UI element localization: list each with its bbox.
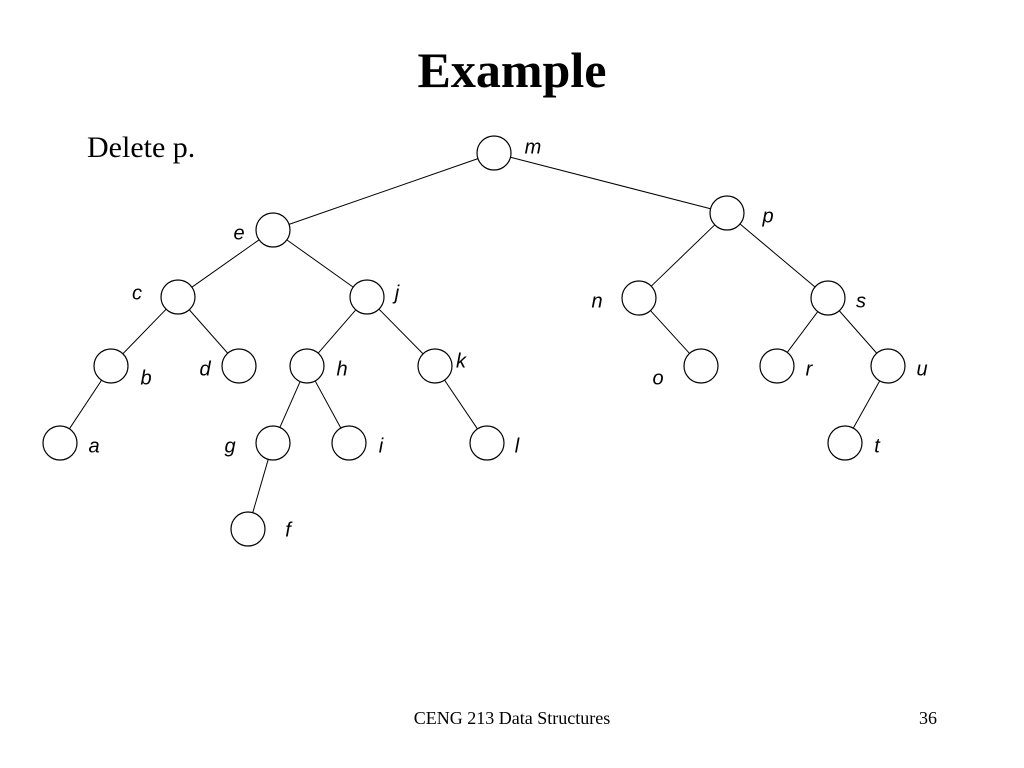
node-label-s: s: [856, 290, 866, 312]
node-label-d: d: [199, 358, 211, 380]
edge-e-j: [286, 239, 354, 288]
edge-s-u: [838, 310, 878, 354]
node-label-h: h: [336, 358, 347, 380]
node-label-c: c: [132, 282, 142, 304]
node-label-o: o: [652, 367, 663, 389]
node-g: [255, 425, 291, 461]
node-r: [759, 348, 795, 384]
node-label-a: a: [88, 435, 99, 457]
edge-m-p: [510, 156, 711, 210]
tree-edges: [68, 156, 881, 513]
node-n: [621, 280, 657, 316]
node-label-l: l: [515, 435, 520, 457]
node-c: [160, 279, 196, 315]
node-label-k: k: [456, 350, 467, 372]
edge-h-g: [279, 381, 301, 428]
node-e: [255, 212, 291, 248]
edge-j-k: [378, 308, 424, 355]
node-label-n: n: [591, 290, 602, 312]
edge-b-a: [68, 379, 103, 430]
node-j: [349, 279, 385, 315]
edge-h-i: [314, 380, 342, 429]
node-k: [417, 348, 453, 384]
node-s: [810, 280, 846, 316]
node-label-e: e: [233, 222, 244, 244]
node-label-u: u: [916, 358, 927, 380]
edge-n-o: [650, 310, 690, 354]
node-p: [709, 195, 745, 231]
node-label-p: p: [761, 205, 773, 227]
edge-u-t: [852, 380, 881, 429]
node-label-f: f: [285, 519, 293, 541]
edge-s-r: [786, 311, 819, 353]
node-f: [230, 511, 266, 547]
slide-title: Example: [417, 42, 607, 98]
node-label-r: r: [806, 358, 814, 380]
node-label-i: i: [379, 435, 384, 457]
node-label-m: m: [525, 136, 542, 158]
node-m: [476, 135, 512, 171]
edge-e-c: [191, 239, 260, 288]
instruction-text: Delete p.: [87, 131, 196, 164]
edge-m-e: [288, 158, 479, 225]
node-l: [469, 425, 505, 461]
node-i: [331, 425, 367, 461]
node-label-t: t: [874, 435, 881, 457]
node-o: [683, 348, 719, 384]
node-label-b: b: [140, 367, 151, 389]
tree-nodes: [42, 135, 906, 547]
edge-p-n: [650, 224, 716, 287]
node-d: [221, 348, 257, 384]
node-label-j: j: [392, 282, 400, 304]
footer-page-number: 36: [919, 708, 937, 728]
edge-j-h: [317, 309, 357, 354]
footer-course: CENG 213 Data Structures: [413, 708, 611, 728]
edge-c-d: [188, 309, 229, 354]
node-a: [42, 425, 78, 461]
edge-g-f: [252, 459, 269, 513]
edge-c-b: [122, 308, 167, 355]
edge-k-l: [444, 379, 478, 430]
node-t: [827, 425, 863, 461]
edge-p-s: [739, 223, 816, 288]
node-label-g: g: [224, 435, 235, 457]
node-b: [93, 348, 129, 384]
tree-labels: m e p c j b d a h k g i f l n s o r u t: [88, 136, 927, 541]
node-h: [289, 348, 325, 384]
node-u: [870, 348, 906, 384]
